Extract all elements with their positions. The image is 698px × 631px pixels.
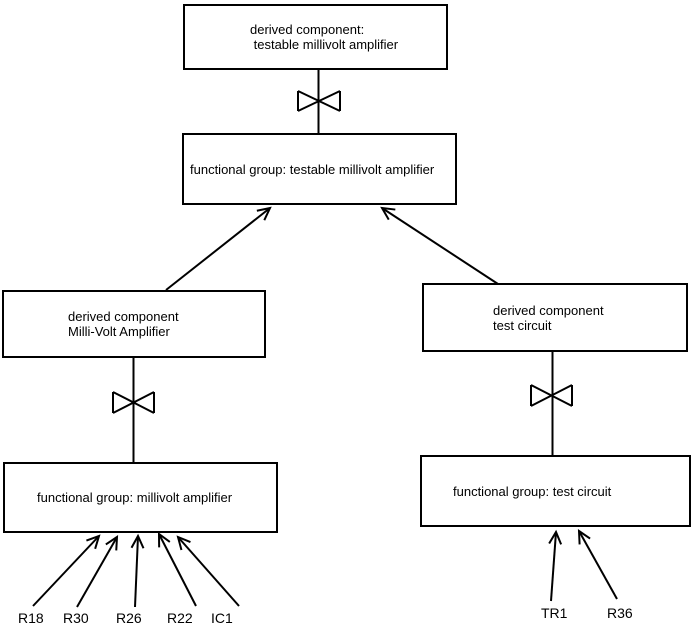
bowtie-icon-right bbox=[530, 384, 573, 407]
bowtie-icon-top bbox=[297, 90, 341, 112]
component-label-r26: R26 bbox=[116, 610, 142, 626]
node-label: functional group: testable millivolt amp… bbox=[190, 161, 435, 177]
component-label-r30: R30 bbox=[63, 610, 89, 626]
arrow-tr1 bbox=[548, 529, 563, 602]
node-derived-component-test-circuit: derived component test circuit bbox=[422, 283, 688, 352]
node-label-line2: testable millivolt amplifier bbox=[250, 37, 399, 52]
node-label: functional group: test circuit bbox=[453, 483, 612, 499]
node-label-line2: test circuit bbox=[493, 317, 552, 333]
arrow-derived-mva-to-fg-testable bbox=[165, 206, 272, 291]
arrow-ic1 bbox=[176, 535, 240, 607]
node-functional-group-testable-millivolt-amplifier: functional group: testable millivolt amp… bbox=[182, 133, 457, 205]
node-label-line1: derived component bbox=[68, 309, 179, 324]
bowtie-icon-left bbox=[112, 391, 155, 414]
node-functional-group-test-circuit: functional group: test circuit bbox=[420, 455, 691, 527]
node-label-line2: Milli-Volt Amplifier bbox=[68, 324, 170, 339]
component-label-r22: R22 bbox=[167, 610, 193, 626]
arrow-r30 bbox=[76, 535, 119, 608]
arrow-r26 bbox=[130, 533, 145, 608]
node-derived-component-milli-volt-amplifier: derived component Milli-Volt Amplifier bbox=[2, 290, 266, 358]
arrow-r22 bbox=[157, 532, 197, 607]
node-label-line1: derived component bbox=[493, 302, 604, 318]
component-label-r18: R18 bbox=[18, 610, 44, 626]
component-label-tr1: TR1 bbox=[541, 605, 568, 621]
node-functional-group-millivolt-amplifier: functional group: millivolt amplifier bbox=[3, 462, 278, 533]
node-label-line1: derived component: bbox=[250, 22, 365, 37]
component-label-ic1: IC1 bbox=[211, 610, 233, 626]
component-label-r36: R36 bbox=[607, 605, 633, 621]
arrow-r18 bbox=[32, 534, 101, 607]
node-label: functional group: millivolt amplifier bbox=[37, 490, 233, 505]
arrow-r36 bbox=[577, 529, 618, 600]
node-derived-component-testable-millivolt-amplifier: derived component: testable millivolt am… bbox=[183, 4, 448, 70]
arrow-derived-test-to-fg-testable bbox=[380, 206, 499, 285]
